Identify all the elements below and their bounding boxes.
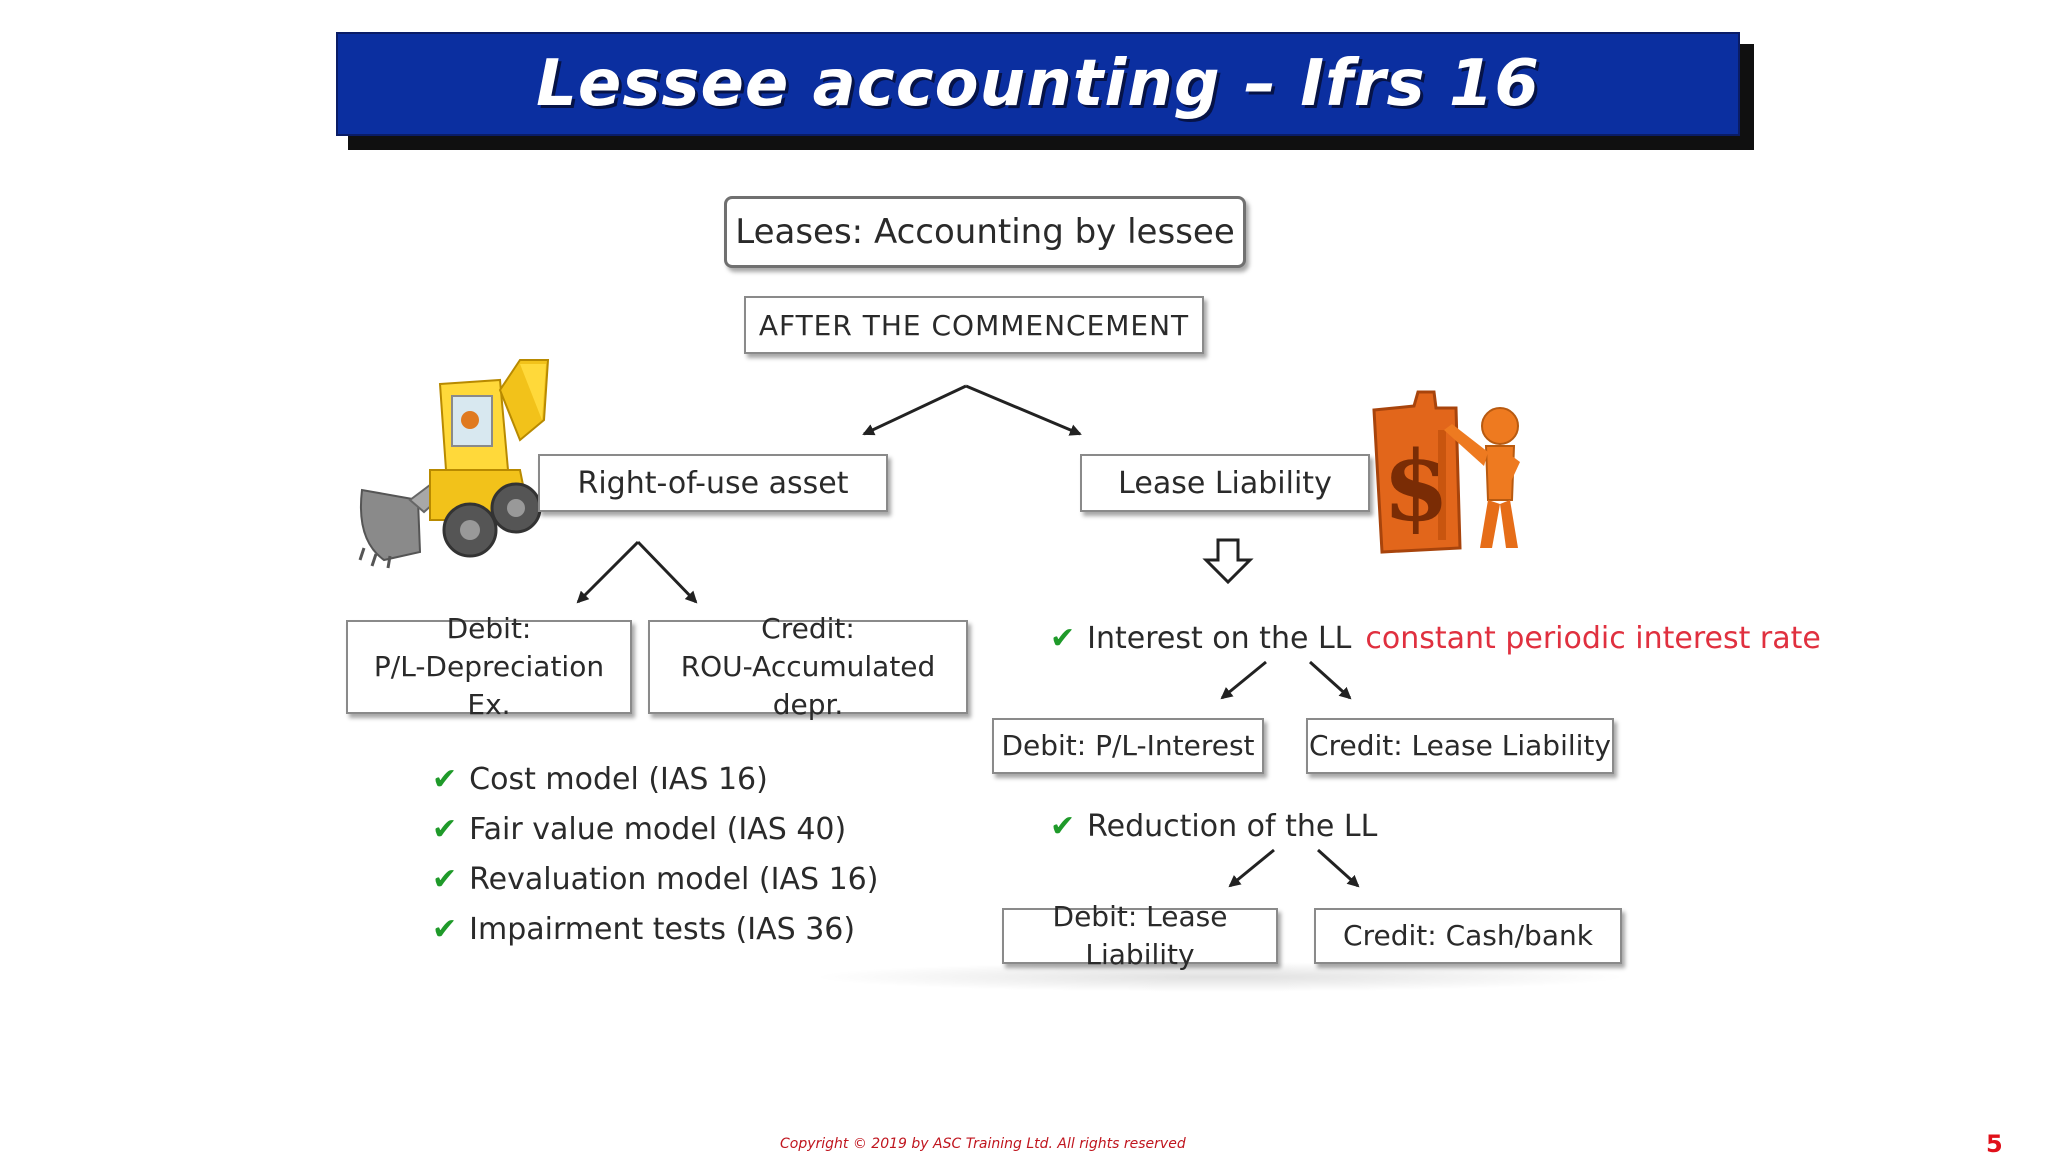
list-item: ✔ Revaluation model (IAS 16) bbox=[432, 854, 878, 904]
interest-split-arrow bbox=[1220, 660, 1352, 700]
page-title: Lessee accounting – Ifrs 16 bbox=[536, 47, 1540, 121]
checkmark-icon: ✔ bbox=[432, 911, 458, 947]
reduction-credit-box: Credit: Cash/bank bbox=[1314, 908, 1622, 964]
measurement-models-list: ✔ Cost model (IAS 16) ✔ Fair value model… bbox=[432, 754, 878, 954]
model-text: Revaluation model (IAS 16) bbox=[469, 861, 879, 897]
model-text: Impairment tests (IAS 36) bbox=[469, 911, 856, 947]
right-of-use-asset-box: Right-of-use asset bbox=[538, 454, 888, 512]
reduction-debit-text: Debit: Lease Liability bbox=[1052, 900, 1228, 971]
checkmark-icon: ✔ bbox=[1050, 620, 1076, 656]
hollow-down-arrow-icon bbox=[1202, 538, 1254, 585]
interest-debit-box: Debit: P/L-Interest bbox=[992, 718, 1264, 774]
after-commencement-text: AFTER THE COMMENCEMENT bbox=[758, 308, 1190, 342]
excavator-icon bbox=[358, 359, 550, 569]
reduction-credit-text: Credit: Cash/bank bbox=[1343, 919, 1593, 952]
rou-credit-value: ROU-Accumulated depr. bbox=[680, 650, 936, 721]
lease-liability-label: Lease Liability bbox=[1118, 465, 1332, 501]
reduction-debit-box: Debit: Lease Liability bbox=[1002, 900, 1278, 971]
svg-text:$: $ bbox=[1383, 430, 1450, 543]
right-of-use-asset-label: Right-of-use asset bbox=[577, 465, 849, 501]
rou-debit-label: Debit: bbox=[446, 612, 532, 645]
interest-credit-text: Credit: Lease Liability bbox=[1309, 729, 1611, 762]
checkmark-icon: ✔ bbox=[1050, 808, 1076, 844]
rou-debit-value: P/L-Depreciation Ex. bbox=[373, 650, 605, 721]
reduction-text: Reduction of the LL bbox=[1087, 808, 1378, 844]
after-commencement-box: AFTER THE COMMENCEMENT bbox=[744, 296, 1204, 354]
rou-credit-box: Credit: ROU-Accumulated depr. bbox=[648, 612, 968, 721]
top-split-arrow bbox=[862, 384, 1082, 436]
checkmark-icon: ✔ bbox=[432, 761, 458, 797]
interest-highlight-text: constant periodic interest rate bbox=[1365, 620, 1821, 656]
copyright-notice: Copyright © 2019 by ASC Training Ltd. Al… bbox=[780, 1136, 1186, 1152]
reduction-line: ✔ Reduction of the LL bbox=[1050, 804, 1377, 848]
leases-title-box: Leases: Accounting by lessee bbox=[724, 196, 1246, 268]
interest-debit-text: Debit: P/L-Interest bbox=[1001, 729, 1255, 762]
checkmark-icon: ✔ bbox=[432, 811, 458, 847]
title-banner: Lessee accounting – Ifrs 16 bbox=[336, 32, 1740, 136]
model-text: Cost model (IAS 16) bbox=[469, 761, 768, 797]
checkmark-icon: ✔ bbox=[432, 861, 458, 897]
interest-credit-box: Credit: Lease Liability bbox=[1306, 718, 1614, 774]
interest-line: ✔ Interest on the LL constant periodic i… bbox=[1050, 616, 1821, 660]
lease-liability-box: Lease Liability bbox=[1080, 454, 1370, 512]
leases-title-text: Leases: Accounting by lessee bbox=[735, 212, 1235, 252]
interest-text: Interest on the LL bbox=[1087, 620, 1352, 656]
rou-credit-label: Credit: bbox=[761, 612, 855, 645]
floor-shadow bbox=[810, 962, 1630, 992]
list-item: ✔ Cost model (IAS 16) bbox=[432, 754, 878, 804]
left-split-arrow bbox=[576, 540, 698, 604]
page-number: 5 bbox=[1986, 1130, 2003, 1158]
rou-debit-box: Debit: P/L-Depreciation Ex. bbox=[346, 612, 632, 721]
dollar-puzzle-figure-icon: $ bbox=[1372, 390, 1520, 554]
list-item: ✔ Impairment tests (IAS 36) bbox=[432, 904, 878, 954]
model-text: Fair value model (IAS 40) bbox=[469, 811, 847, 847]
list-item: ✔ Fair value model (IAS 40) bbox=[432, 804, 878, 854]
reduction-split-arrow bbox=[1228, 848, 1360, 888]
